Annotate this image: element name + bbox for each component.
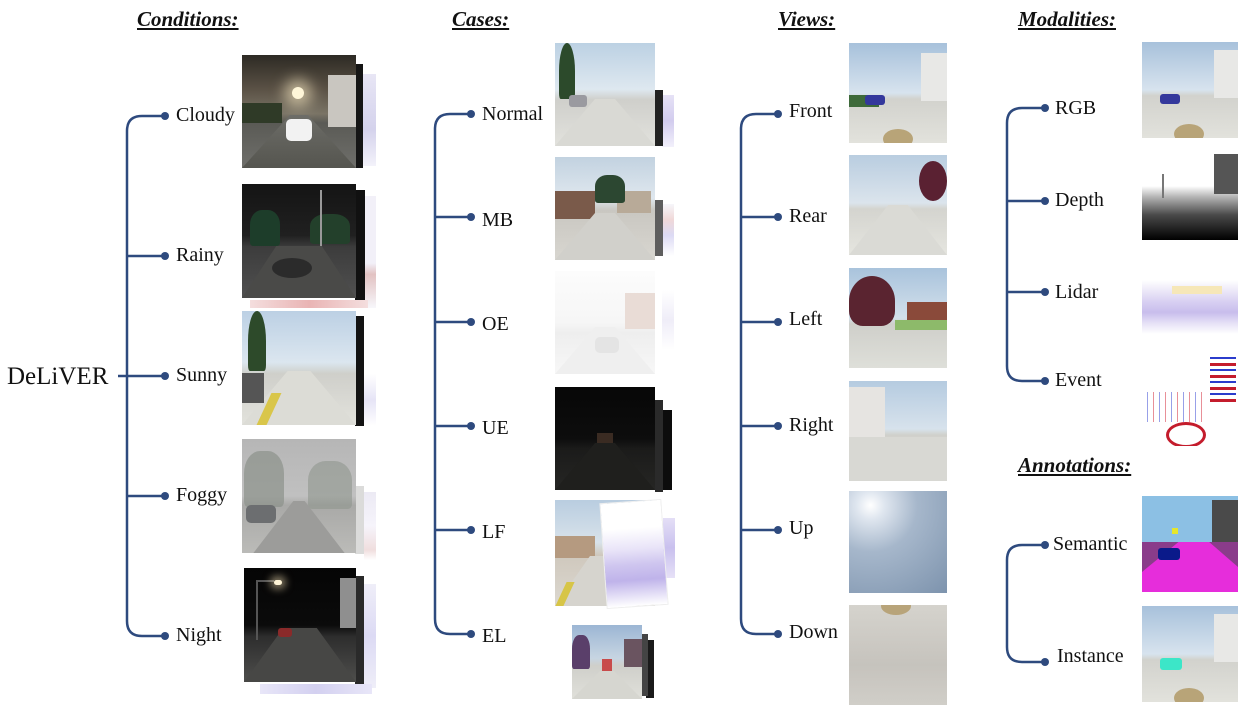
cases-tree-line: [433, 112, 471, 636]
rgb-modality-thumbnail: [1142, 42, 1238, 138]
ue-rgb-thumbnail: [555, 387, 655, 490]
rainy-stack-bottom: [250, 300, 368, 308]
modalities-title: Modalities:: [1018, 7, 1116, 31]
rainy-stack-back: [364, 196, 376, 308]
cloudy-stack-mid: [355, 64, 363, 168]
modalities-tree-line: [1005, 106, 1045, 383]
view-label-right: Right: [789, 414, 834, 436]
modality-label-rgb: RGB: [1055, 97, 1097, 119]
sunny-stack-mid: [355, 316, 364, 426]
down-view-thumbnail: [849, 605, 947, 705]
condition-label-sunny: Sunny: [176, 364, 228, 386]
condition-label-cloudy: Cloudy: [176, 104, 235, 126]
annotation-label-semantic: Semantic: [1053, 533, 1128, 555]
annotations-tree-line: [1005, 543, 1045, 664]
view-label-left: Left: [789, 308, 823, 330]
rear-view-thumbnail: [849, 155, 947, 255]
case-label-oe: OE: [482, 313, 509, 335]
view-label-rear: Rear: [789, 205, 827, 227]
oe-rgb-thumbnail: [555, 271, 655, 374]
case-label-normal: Normal: [482, 103, 544, 125]
view-label-up: Up: [789, 517, 814, 539]
rainy-stack-mid: [355, 190, 365, 304]
normal-rgb-thumbnail: [555, 43, 655, 146]
modality-label-event: Event: [1055, 369, 1102, 391]
night-stack-mid: [355, 576, 364, 686]
event-modality-thumbnail: [1142, 352, 1238, 446]
dataset-root-label: DeLiVER: [7, 363, 109, 390]
foggy-rgb-thumbnail: [242, 439, 356, 553]
view-label-front: Front: [789, 100, 833, 122]
ue-stack-back: [662, 410, 672, 490]
condition-label-foggy: Foggy: [176, 484, 228, 506]
night-stack-bottom: [260, 684, 372, 694]
case-label-ue: UE: [482, 417, 509, 439]
depth-modality-thumbnail: [1142, 150, 1238, 240]
oe-stack-back: [662, 290, 674, 350]
right-view-thumbnail: [849, 381, 947, 481]
views-tree-line: [739, 112, 778, 636]
el-rgb-thumbnail: [572, 625, 642, 699]
front-view-thumbnail: [849, 43, 947, 143]
sunny-stack-back: [364, 374, 376, 426]
el-stack-mid: [640, 634, 648, 696]
sunny-rgb-thumbnail: [242, 311, 356, 425]
annotations-title: Annotations:: [1018, 453, 1132, 477]
case-label-lf: LF: [482, 521, 506, 543]
modality-label-depth: Depth: [1055, 189, 1104, 211]
condition-label-rainy: Rainy: [176, 244, 224, 266]
case-label-mb: MB: [482, 209, 514, 231]
case-label-el: EL: [482, 625, 507, 647]
foggy-stack-back: [364, 492, 376, 560]
cloudy-rgb-thumbnail: [242, 55, 356, 168]
lidar-modality-thumbnail: [1142, 280, 1238, 334]
night-stack-back: [364, 584, 376, 688]
modality-label-lidar: Lidar: [1055, 281, 1099, 303]
mb-rgb-thumbnail: [555, 157, 655, 260]
normal-stack-back: [662, 95, 674, 147]
night-rgb-thumbnail: [244, 568, 356, 682]
lf-stack-back: [663, 518, 675, 578]
view-label-down: Down: [789, 621, 838, 643]
normal-stack-mid: [655, 90, 663, 146]
conditions-title: Conditions:: [137, 7, 239, 31]
cases-title: Cases:: [452, 7, 510, 31]
lf-lidar-overlay: [600, 500, 668, 608]
semantic-annotation-thumbnail: [1142, 496, 1238, 592]
annotation-label-instance: Instance: [1057, 645, 1124, 667]
rainy-rgb-thumbnail: [242, 184, 356, 298]
up-view-thumbnail: [849, 491, 947, 593]
cloudy-stack-back: [362, 74, 376, 166]
condition-label-night: Night: [176, 624, 222, 646]
left-view-thumbnail: [849, 268, 947, 368]
views-title: Views:: [778, 7, 836, 31]
ue-stack-mid: [655, 400, 663, 492]
el-stack-back: [646, 640, 654, 698]
mb-stack-mid: [655, 200, 663, 256]
mb-stack-back: [662, 204, 674, 256]
instance-annotation-thumbnail: [1142, 606, 1238, 702]
foggy-stack-mid: [355, 486, 364, 554]
